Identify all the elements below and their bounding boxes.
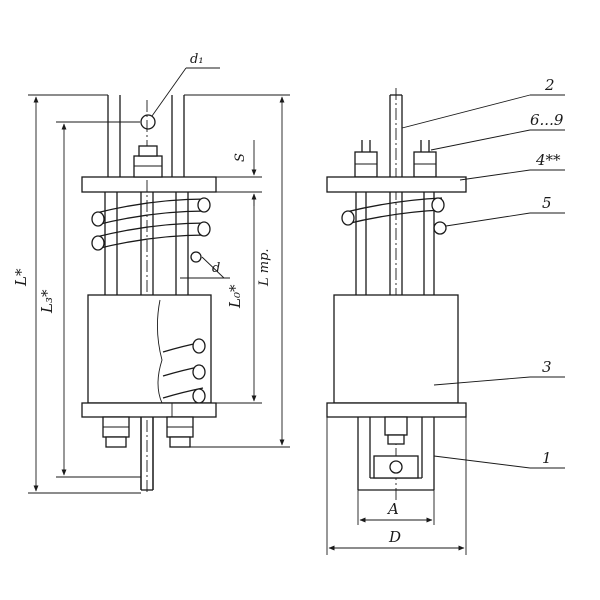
label-d: d (212, 261, 220, 276)
leader-d (180, 256, 230, 279)
dim-l-o (216, 191, 262, 404)
left-top-nut (133, 145, 163, 178)
right-top-nuts (354, 140, 437, 178)
right-bottom-plate (326, 402, 467, 418)
left-bottom-nuts (102, 416, 194, 448)
label-dim-a: A (386, 500, 399, 518)
left-lifting-eye (140, 114, 156, 130)
leader-d1 (151, 67, 220, 117)
left-view: d₁ S d L* L₃* L₀* L тр. (12, 52, 290, 495)
dim-d (326, 417, 467, 555)
label-dim-d: D (388, 528, 401, 546)
dim-a (357, 490, 435, 525)
callout-4: 4** (535, 151, 561, 169)
label-l-total: L* (12, 268, 30, 287)
left-housing (87, 294, 212, 404)
label-s: S (233, 153, 248, 162)
left-top-plate (81, 176, 217, 193)
label-d1: d₁ (190, 52, 204, 67)
callout-1: 1 (542, 449, 552, 467)
dim-l-total (28, 94, 141, 494)
callout-5: 5 (542, 194, 552, 212)
label-l-mp: L тр. (257, 248, 272, 287)
right-view: 2 6...9 4** 5 3 1 A D (326, 76, 565, 555)
label-l-z: L₃* (38, 289, 56, 314)
callout-2: 2 (544, 76, 555, 94)
callout-6-9: 6...9 (530, 111, 564, 129)
left-upper-spring (91, 197, 211, 263)
label-l-o: L₀* (226, 284, 244, 309)
right-top-plate (326, 176, 467, 193)
callout-3: 3 (542, 358, 552, 376)
right-housing (333, 294, 459, 404)
right-bracket (357, 416, 435, 491)
left-bottom-plate (81, 402, 217, 418)
dim-l-z (56, 121, 141, 478)
dim-l-mp (184, 94, 290, 448)
dim-s (216, 140, 262, 206)
right-leaders (401, 94, 565, 469)
right-spring (341, 197, 447, 235)
